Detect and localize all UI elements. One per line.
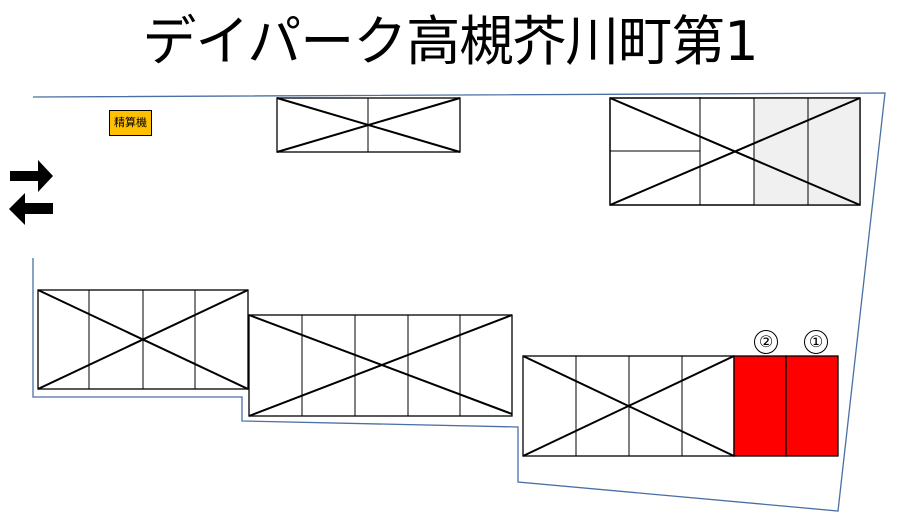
two-way-arrows-icon bbox=[9, 160, 53, 225]
space-number-1: ① bbox=[804, 330, 828, 354]
parking-block-top-right bbox=[609, 97, 861, 206]
page-title: デイパーク高槻芥川町第1 bbox=[142, 10, 758, 73]
parking-block-left bbox=[37, 289, 249, 390]
parking-block-middle bbox=[248, 314, 513, 417]
parking-block-top-middle bbox=[276, 97, 461, 153]
available-space-2[interactable] bbox=[733, 355, 787, 457]
space-number-2: ② bbox=[754, 330, 778, 354]
parking-block-bottom-right bbox=[522, 355, 735, 457]
lot-boundary bbox=[32, 92, 886, 512]
available-space-1[interactable] bbox=[785, 355, 839, 457]
payment-machine-icon: 精算機 bbox=[109, 110, 152, 136]
